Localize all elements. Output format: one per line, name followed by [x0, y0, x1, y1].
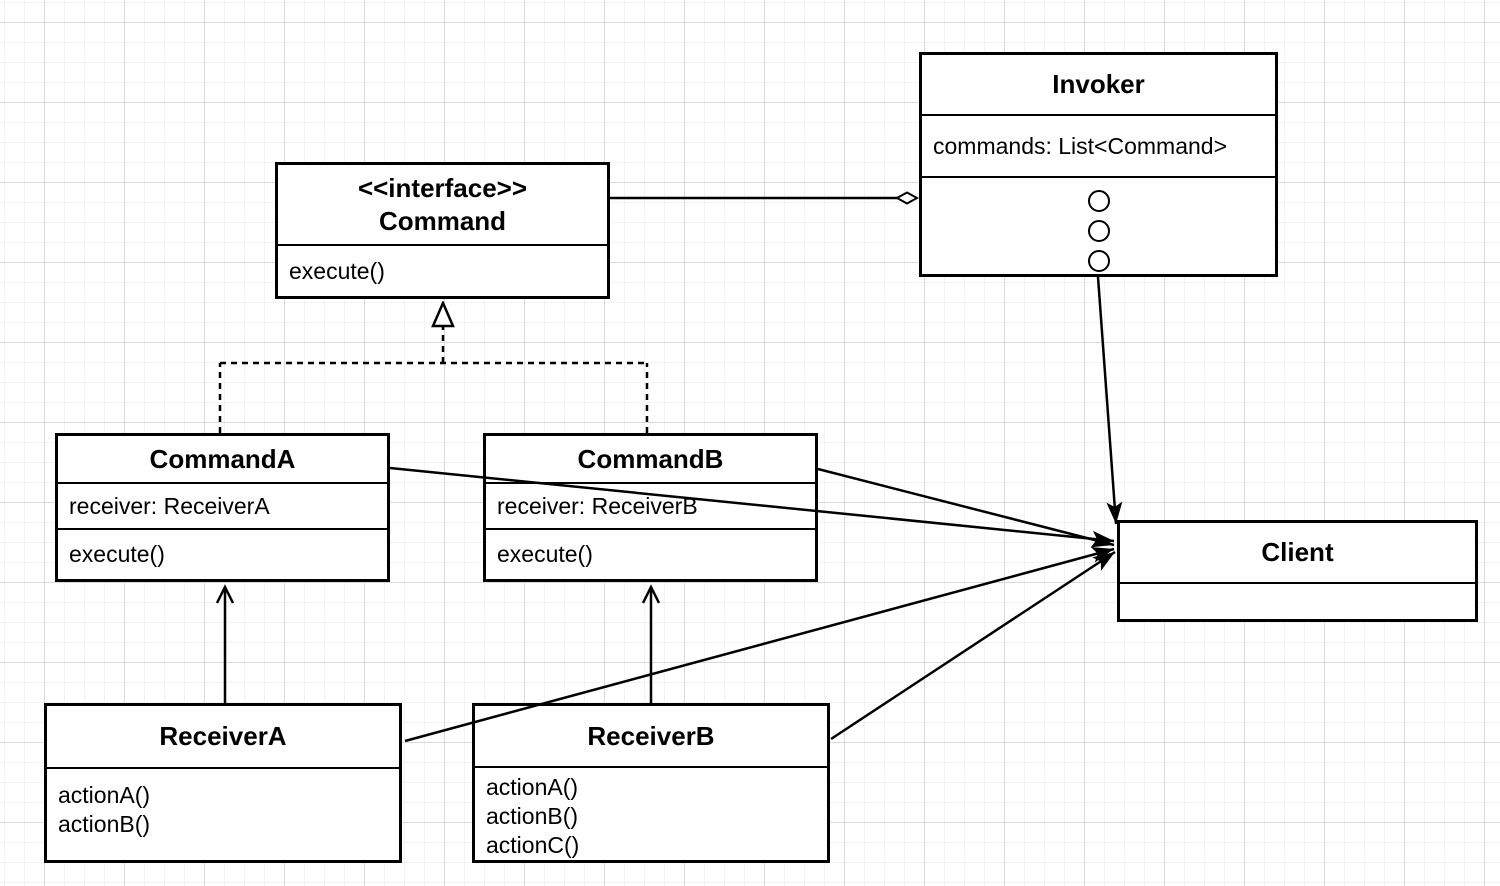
edge-receiverB-to-client[interactable] — [830, 550, 1116, 741]
class-receiverA[interactable]: ReceiverA actionA() actionB() — [44, 703, 402, 863]
class-name-client: Client — [1261, 537, 1334, 567]
class-commandA[interactable]: CommandA receiver: ReceiverA execute() — [55, 433, 390, 582]
method-receiverB-actionB: actionB() — [486, 803, 579, 829]
edge-commandA-to-client[interactable] — [389, 466, 1115, 547]
client-empty-compartment — [1120, 582, 1475, 619]
method-commandB-execute: execute() — [497, 541, 593, 567]
class-name-commandA: CommandA — [149, 443, 296, 474]
class-name-receiverB: ReceiverB — [587, 720, 715, 751]
attribute-invoker-commands: commands: List<Command> — [933, 132, 1228, 159]
method-command-execute: execute() — [289, 257, 385, 284]
invoker-queue-compartment — [922, 176, 1275, 274]
class-name-receiverA: ReceiverA — [159, 721, 287, 751]
edge-commandB-to-client[interactable] — [817, 467, 1115, 548]
edge-receiverA-to-client[interactable] — [404, 547, 1115, 743]
stereotype-interface: <<interface>> — [357, 172, 528, 203]
queued-command-circle — [1087, 190, 1110, 212]
class-receiverB[interactable]: ReceiverB actionA() actionB() actionC() — [472, 703, 830, 863]
method-receiverB-actionA: actionA() — [486, 774, 579, 800]
class-name-commandB: CommandB — [577, 443, 724, 474]
queued-command-circle — [1087, 220, 1110, 242]
method-receiverB-actionC: actionC() — [486, 832, 580, 858]
method-receiverA-actionA: actionA() — [58, 782, 151, 808]
class-name-invoker: Invoker — [1052, 69, 1145, 99]
class-invoker[interactable]: Invoker commands: List<Command> — [919, 52, 1278, 277]
method-receiverA-actionB: actionB() — [58, 811, 151, 837]
class-commandB[interactable]: CommandB receiver: ReceiverB execute() — [483, 433, 818, 582]
attribute-commandA-receiver: receiver: ReceiverA — [69, 492, 270, 519]
class-client[interactable]: Client — [1117, 520, 1478, 622]
method-commandA-execute: execute() — [69, 541, 165, 567]
edge-invoker-to-client[interactable] — [1096, 276, 1123, 525]
queued-command-circle — [1087, 250, 1110, 272]
class-command-interface[interactable]: <<interface>> Command execute() — [275, 162, 610, 299]
class-name-command: Command — [378, 205, 507, 236]
